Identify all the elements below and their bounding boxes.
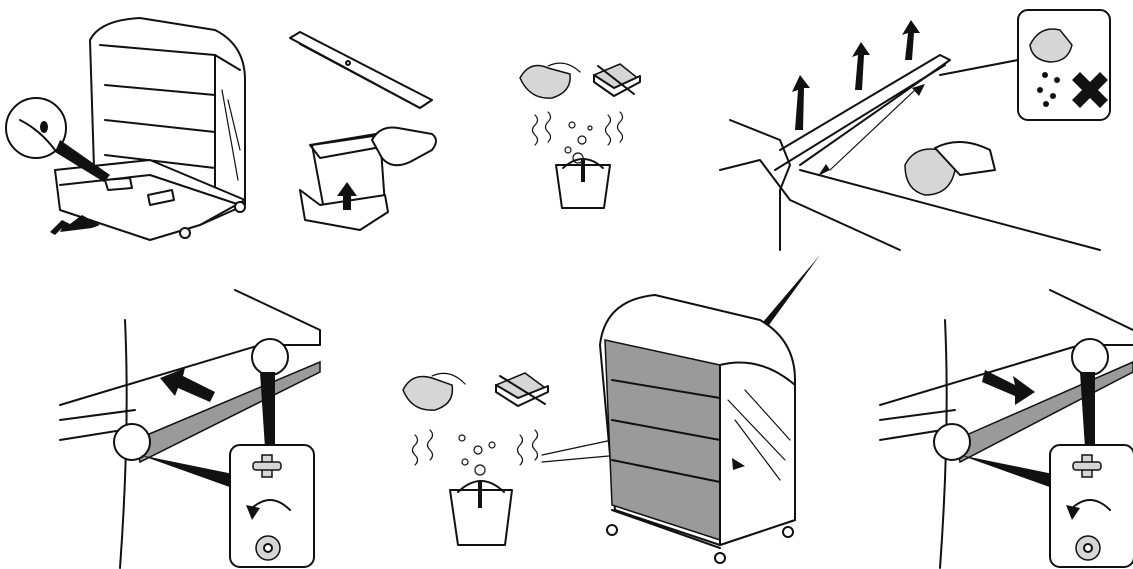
panel-wash-cloth (520, 63, 640, 208)
detail-magnifier-top (252, 339, 288, 375)
detail-magnifier-bottom (114, 424, 150, 460)
push-arrow-right (982, 370, 1035, 405)
panel-slide-rail-left (60, 290, 320, 568)
panel-cabinet-overview (600, 295, 795, 563)
lift-arrow-3 (902, 20, 920, 60)
drip-bar (290, 32, 432, 108)
panel-lift-and-wipe (720, 10, 1110, 358)
panel-wash-shelves (403, 373, 620, 545)
panel-pull-out-tray (6, 18, 245, 240)
cloth-icon (520, 66, 570, 99)
wipe-direction-arrow (830, 90, 915, 170)
detail-magnifier-top-right (1072, 339, 1108, 375)
cloth-icon-2 (403, 377, 452, 411)
lift-arrow-1 (792, 75, 810, 130)
lift-arrow-2 (852, 42, 870, 90)
panel-slide-rail-right (880, 290, 1133, 568)
panel-remove-water-tank (290, 32, 436, 230)
detail-magnifier-bottom-right (934, 424, 970, 460)
